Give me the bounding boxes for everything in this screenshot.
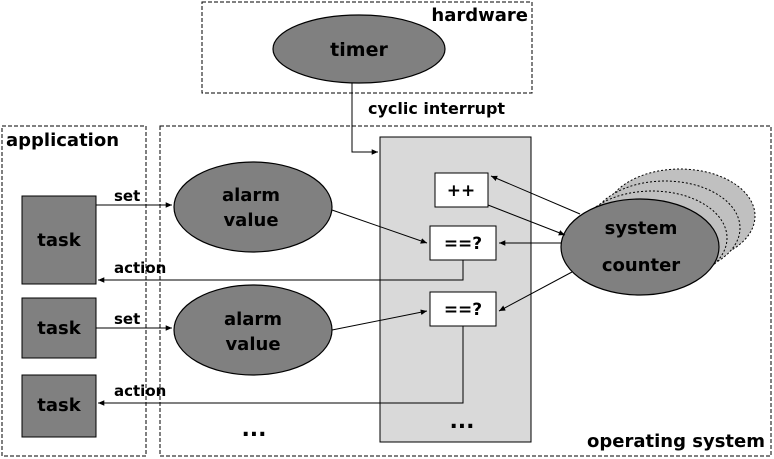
alarm-label-line1: alarm [224,309,282,330]
compare-box-2: ==? [429,291,497,327]
increment-box: ++ [434,172,489,208]
alarm-label-line2: value [225,334,280,355]
set-edge-2: set [96,310,172,331]
application-ellipsis: ... [241,417,266,442]
set-label: set [114,310,140,328]
application-label: application [6,130,119,151]
task-label: task [37,318,81,339]
operating-system-label: operating system [587,431,765,452]
alarm-label-line2: value [223,210,278,231]
timer-node: timer [272,14,446,84]
compare-label: ==? [444,234,482,254]
action-label: action [114,382,166,400]
os-ellipsis: ... [449,409,474,434]
action-edge-2: action [98,326,464,406]
timer-label: timer [330,39,388,61]
set-edge-1: set [96,187,172,208]
task-label: task [37,395,81,416]
increment-to-counter-arrow [487,204,566,236]
operating-system-region: operating system [159,125,772,457]
action-label: action [114,259,166,277]
task-label: task [37,230,81,251]
compare-box-1: ==? [429,225,497,261]
task-node-1: task [21,195,97,285]
hardware-region: hardware [201,1,533,94]
alarm-value-node-2: alarm value [173,284,333,376]
compare-label: ==? [444,300,482,320]
increment-label: ++ [447,181,476,201]
application-region: application [1,125,147,457]
system-counter-label-line2: counter [602,255,680,276]
counter-to-compare-arrow-2 [498,271,573,312]
hardware-label: hardware [431,5,528,26]
alarm-to-compare-arrow-2 [331,309,428,331]
task-node-3: task [21,374,97,438]
system-counter-label-line1: system [605,218,678,239]
task-node-2: task [21,297,97,359]
action-edge-1: action [98,259,464,283]
alarm-value-node-1: alarm value [173,161,333,253]
counter-to-increment-arrow [490,175,581,215]
alarm-to-compare-arrow-1 [331,209,428,244]
alarm-label-line1: alarm [222,185,280,206]
cyclic-interrupt-arrow [351,83,378,155]
set-label: set [114,187,140,205]
system-counter-node: system counter [560,168,756,296]
cyclic-interrupt-label: cyclic interrupt [368,99,505,118]
